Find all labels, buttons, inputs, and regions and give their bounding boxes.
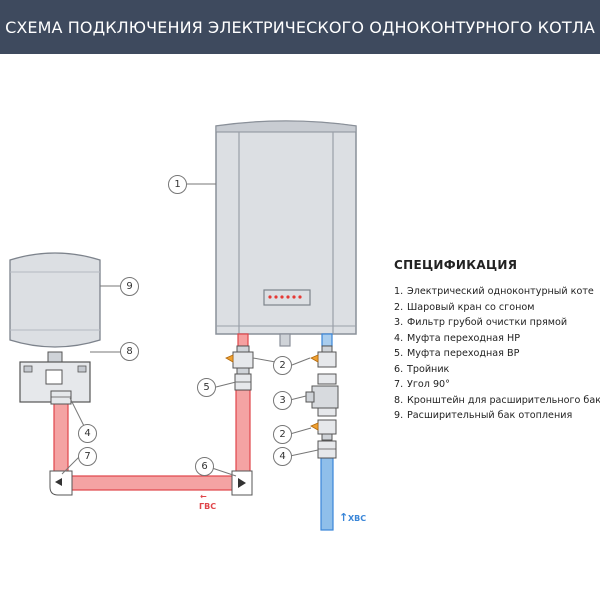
elbow-90-fitting xyxy=(49,470,73,496)
ball-valve-cold-bottom xyxy=(310,419,337,441)
spec-item: 1.Электрический одноконтурный коте xyxy=(394,286,594,297)
callout-elbow: 7 xyxy=(78,447,97,466)
coupling-male-tank xyxy=(50,390,72,405)
specification-title: СПЕЦИФИКАЦИЯ xyxy=(394,258,518,272)
callout-bracket: 8 xyxy=(120,342,139,361)
leader-lines xyxy=(61,183,319,477)
header-bar: СХЕМА ПОДКЛЮЧЕНИЯ ЭЛЕКТРИЧЕСКОГО ОДНОКОН… xyxy=(0,0,600,54)
hot-water-arrow: ← xyxy=(200,492,207,501)
callout-boiler: 1 xyxy=(168,175,187,194)
spec-item: 4.Муфта переходная НР xyxy=(394,332,520,344)
specification-list: 1.Электрический одноконтурный коте 2.Шар… xyxy=(394,284,600,424)
spec-item: 6.Тройник xyxy=(394,363,450,375)
callout-tank: 9 xyxy=(120,277,139,296)
coupling-female-hot xyxy=(234,373,252,391)
callout-valve-bottom: 2 xyxy=(273,425,292,444)
expansion-tank xyxy=(9,252,101,363)
specification-panel: СПЕЦИФИКАЦИЯ 1.Электрический одноконтурн… xyxy=(394,258,600,424)
callout-tee: 6 xyxy=(195,457,214,476)
coupling-male-cold xyxy=(317,440,337,459)
tee-fitting xyxy=(231,470,253,496)
ball-valve-hot xyxy=(225,345,254,375)
cold-water-pipe xyxy=(320,457,334,531)
cold-inlet-stub xyxy=(321,333,333,347)
diagram-title: СХЕМА ПОДКЛЮЧЕНИЯ ЭЛЕКТРИЧЕСКОГО ОДНОКОН… xyxy=(5,17,595,37)
callout-coupling-female: 5 xyxy=(197,378,216,397)
hot-outlet-stub xyxy=(237,333,249,347)
callout-coupling-tank: 4 xyxy=(78,424,97,443)
spec-item: 8.Кронштейн для расширительного бака xyxy=(394,394,600,406)
spec-item: 7.Угол 90° xyxy=(394,379,450,390)
callout-coupling-male: 4 xyxy=(273,447,292,466)
middle-outlet-stub xyxy=(279,333,291,347)
boiler-indicator-lights xyxy=(268,295,302,299)
cold-water-label: ХВС xyxy=(348,514,367,523)
electric-boiler xyxy=(215,120,357,335)
spec-item: 2.Шаровый кран со сгоном xyxy=(394,301,535,313)
spec-item: 9.Расширительный бак отопления xyxy=(394,410,573,421)
hot-water-label: ГВС xyxy=(199,502,217,511)
spec-item: 3.Фильтр грубой очистки прямой xyxy=(394,317,568,328)
callout-valve-top: 2 xyxy=(273,356,292,375)
spec-item: 5.Муфта переходная ВР xyxy=(394,348,520,359)
callout-filter: 3 xyxy=(273,391,292,410)
coarse-filter xyxy=(305,373,339,417)
cold-water-arrow: ↑ xyxy=(339,511,349,524)
ball-valve-cold-top xyxy=(310,345,337,368)
